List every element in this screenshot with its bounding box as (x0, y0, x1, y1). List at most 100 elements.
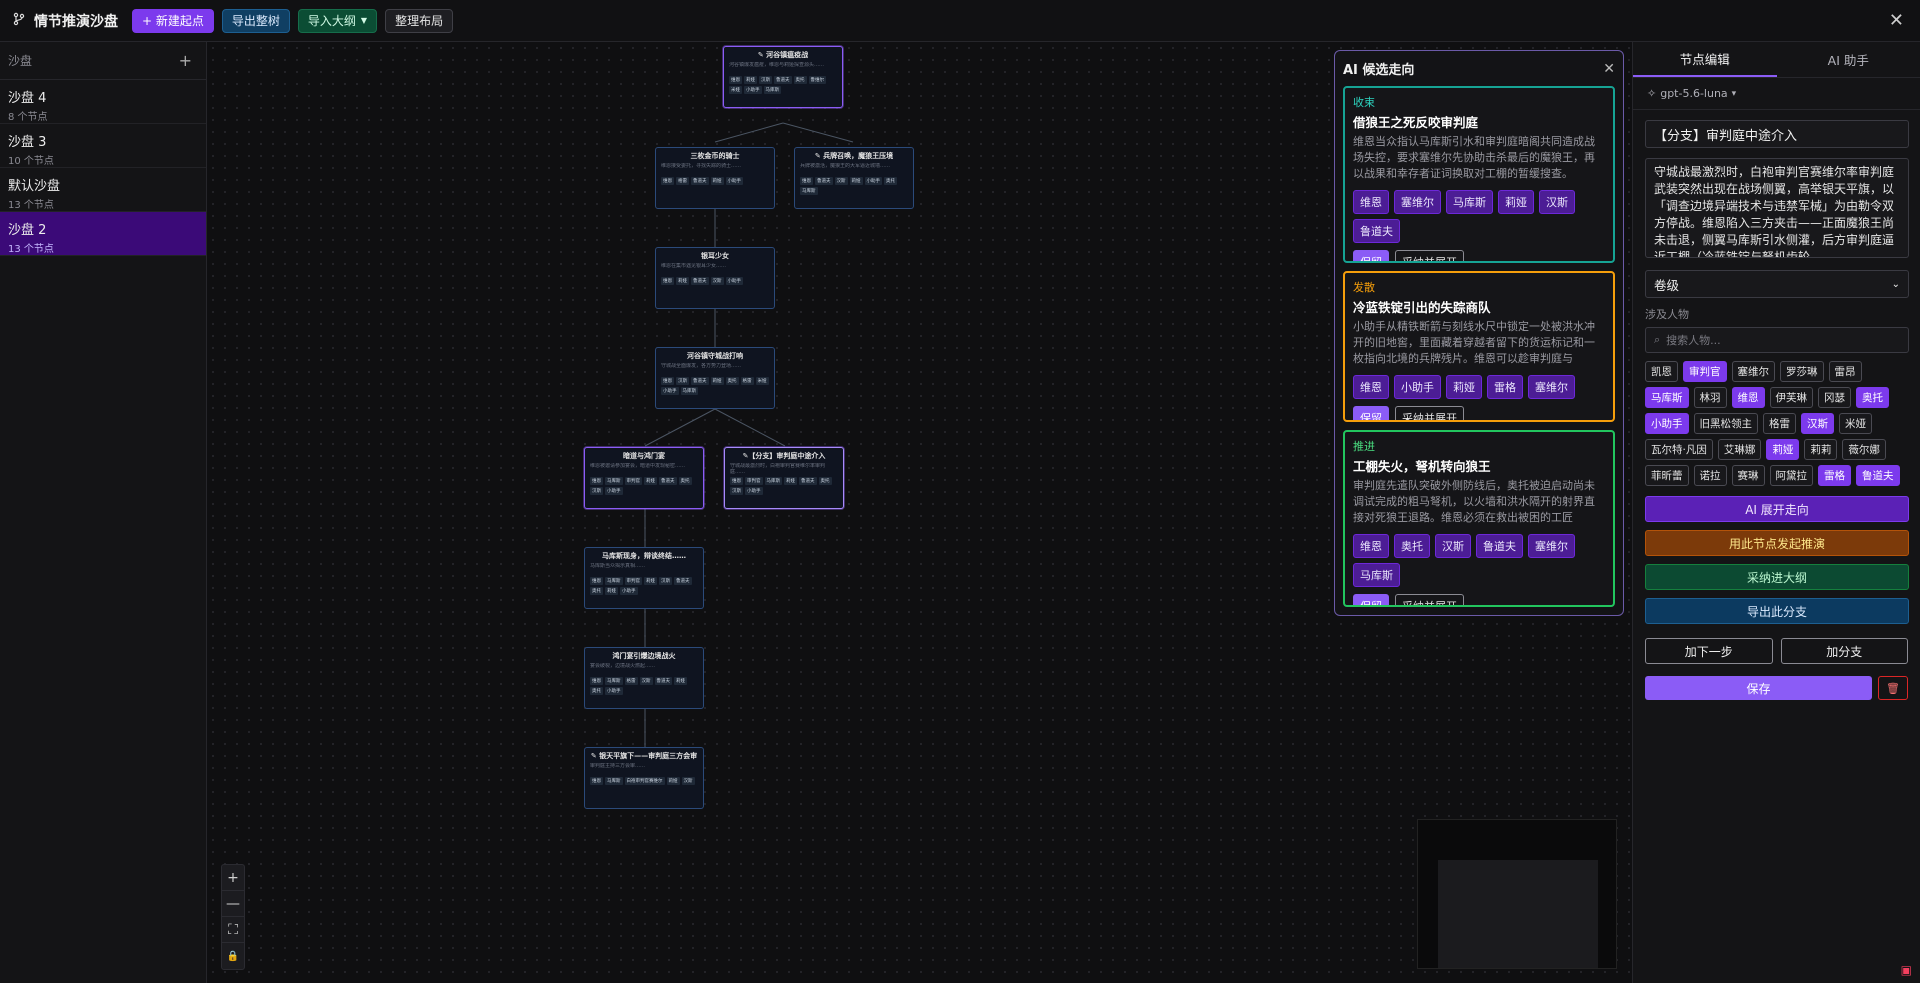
person-toggle[interactable]: 艾琳娜 (1717, 439, 1762, 460)
model-selector[interactable]: ✧ gpt-5.6-luna ▾ (1633, 78, 1920, 110)
person-toggle[interactable]: 阿黛拉 (1769, 465, 1813, 486)
person-toggle[interactable]: 马库斯 (1645, 387, 1689, 408)
node-desc: 马库斯当众揭示真相…… (590, 563, 646, 569)
adopt-expand-button[interactable]: 采纳并展开 (1395, 406, 1464, 420)
person-toggle[interactable]: 奥托 (1856, 387, 1889, 408)
model-name: gpt-5.6-luna (1660, 87, 1728, 100)
export-branch-button[interactable]: 导出此分支 (1645, 598, 1909, 624)
sidebar-header: 沙盘 + (0, 42, 206, 80)
node-tag: 奥托 (678, 477, 692, 485)
person-toggle[interactable]: 凯恩 (1645, 361, 1678, 382)
sidebar-item-sandbox-3[interactable]: 沙盘 3 10 个节点 (0, 124, 206, 168)
import-outline-button[interactable]: 导入大纲 ▼ (297, 8, 378, 33)
minimap[interactable] (1417, 819, 1617, 969)
person-toggle[interactable]: 米娅 (1839, 413, 1872, 434)
person-toggle[interactable]: 汉斯 (1801, 413, 1834, 434)
graph-node[interactable]: 银耳少女 维恩在集市遇见银耳少女…… 维恩莉娅鲁道夫汉斯小助手 (655, 247, 775, 309)
keep-button[interactable]: 保留 (1353, 250, 1389, 261)
person-toggle[interactable]: 瓦尔特·凡因 (1645, 439, 1713, 460)
person-toggle[interactable]: 赛琳 (1731, 465, 1765, 486)
fit-view-icon[interactable]: ⛶ (222, 917, 244, 943)
person-toggle[interactable]: 莉娅 (1766, 439, 1800, 460)
node-tag: 汉斯 (590, 487, 603, 495)
node-desc-textarea[interactable]: 守城战最激烈时，白袍审判官赛维尔率审判庭武装突然出现在战场侧翼，高举银天平旗，以… (1645, 158, 1909, 258)
delete-icon[interactable]: 🗑 (1878, 676, 1908, 700)
level-select[interactable]: 卷级 ⌄ (1645, 270, 1909, 298)
keep-button[interactable]: 保留 (1353, 406, 1389, 420)
person-toggle[interactable]: 格雷 (1763, 413, 1796, 434)
node-tag: 马库斯 (763, 86, 781, 94)
node-title-input[interactable]: 【分支】审判庭中途介入 (1645, 120, 1909, 148)
add-sandbox-icon[interactable]: + (178, 51, 192, 70)
person-toggle[interactable]: 林羽 (1693, 387, 1727, 408)
people-search-input[interactable]: ⌕ 搜索人物... (1645, 327, 1909, 353)
node-desc: 守城战全面爆发，各方势力登场…… (661, 363, 742, 369)
node-tag: 鲁道夫 (815, 177, 833, 185)
person-toggle[interactable]: 维恩 (1731, 387, 1765, 408)
zoom-in-icon[interactable]: + (222, 865, 244, 891)
adopt-outline-button[interactable]: 采纳进大纲 (1645, 564, 1909, 590)
person-toggle[interactable]: 伊芙琳 (1769, 387, 1813, 408)
node-title: 河谷镇守城战打响 (687, 352, 743, 360)
keep-button[interactable]: 保留 (1353, 594, 1389, 605)
sidebar-item-label: 默认沙盘 (8, 179, 61, 194)
people-label: 涉及人物 (1645, 308, 1689, 321)
add-branch-button[interactable]: 加分支 (1780, 638, 1908, 664)
graph-node[interactable]: 马库斯现身，辩谈终结…… 马库斯当众揭示真相…… 维恩马库斯审判官莉娅汉斯鲁道夫… (584, 547, 704, 609)
person-toggle[interactable]: 罗莎琳 (1780, 361, 1824, 382)
candidate-card[interactable]: 推进 工棚失火，弩机转向狼王 审判庭先遣队突破外侧防线后，奥托被迫启动尚未调试完… (1343, 430, 1615, 607)
person-chip: 鲁道夫 (1353, 219, 1400, 243)
new-start-button[interactable]: + 新建起点 (132, 8, 214, 33)
person-toggle[interactable]: 审判官 (1683, 361, 1727, 382)
sidebar-item-default-sandbox[interactable]: 默认沙盘 13 个节点 (0, 168, 206, 212)
graph-node[interactable]: 河谷镇守城战打响 守城战全面爆发，各方势力登场…… 维恩汉斯鲁道夫莉娅奥托格雷米… (655, 347, 775, 409)
graph-node[interactable]: ✎ 兵牌召唤，魔狼王压境 兵牌被激活，魔狼王的大军逼近城墙…… 维恩鲁道夫汉斯莉… (794, 147, 914, 209)
person-chip: 雷格 (1487, 375, 1523, 399)
adopt-expand-button[interactable]: 采纳并展开 (1395, 594, 1464, 605)
person-toggle[interactable]: 旧黑松领主 (1693, 413, 1758, 434)
sidebar-item-sandbox-2[interactable]: 沙盘 2 13 个节点 (0, 212, 206, 256)
tab-node-edit[interactable]: 节点编辑 (1633, 42, 1777, 77)
candidate-card[interactable]: 收束 借狼王之死反咬审判庭 维恩当众指认马库斯引水和审判庭暗阁共同造成战场失控，… (1343, 86, 1615, 263)
minimap-viewport[interactable] (1438, 860, 1598, 968)
person-toggle[interactable]: 薇尔娜 (1842, 439, 1886, 460)
lock-icon[interactable]: 🔒 (226, 950, 240, 962)
sidebar-item-sandbox-4[interactable]: 沙盘 4 8 个节点 (0, 80, 206, 124)
export-tree-button[interactable]: 导出整树 (221, 8, 290, 33)
graph-node[interactable]: ✎ 河谷镇瘟疫战 河谷镇爆发瘟疫，维恩与莉娅探查源头…… 维恩莉娅汉斯鲁道夫奥托… (723, 46, 843, 108)
sidebar-title: 沙盘 (8, 54, 33, 68)
graph-node[interactable]: 三枚金币的骑士 维恩接受委托，寻找失踪的骑士…… 维恩格雷鲁道夫莉娅小助手 (655, 147, 775, 209)
person-toggle[interactable]: 雷格 (1818, 465, 1851, 486)
zoom-out-icon[interactable]: — (222, 891, 244, 917)
people-list: 凯恩审判官塞维尔罗莎琳雷昂马库斯林羽维恩伊芙琳冈瑟奥托小助手旧黑松领主格雷汉斯米… (1645, 361, 1908, 486)
book-icon[interactable]: ▣ (1900, 963, 1912, 977)
person-toggle[interactable]: 塞维尔 (1731, 361, 1775, 382)
branch-icon (12, 12, 26, 30)
candidate-card[interactable]: 发散 冷蓝铁锭引出的失踪商队 小助手从精铁断箭与刻线水尺中锁定一处被洪水冲开的旧… (1343, 271, 1615, 422)
candidate-title: 冷蓝铁锭引出的失踪商队 (1353, 300, 1491, 315)
node-title: 暗道与鸿门宴 (623, 452, 665, 460)
person-toggle[interactable]: 小助手 (1645, 413, 1689, 434)
start-from-node-button[interactable]: 用此节点发起推演 (1645, 530, 1909, 556)
node-desc: 宴会破裂，边境战火燃起…… (590, 663, 656, 669)
add-next-step-button[interactable]: 加下一步 (1645, 638, 1773, 664)
adopt-expand-button[interactable]: 采纳并展开 (1395, 250, 1464, 261)
person-toggle[interactable]: 诺拉 (1693, 465, 1727, 486)
tidy-layout-button[interactable]: 整理布局 (385, 8, 454, 33)
graph-node[interactable]: ✎ 银天平旗下——审判庭三方会审 审判庭主持三方会审…… 维恩马库斯白袍审判官赛… (584, 747, 704, 809)
person-toggle[interactable]: 莉莉 (1804, 439, 1838, 460)
graph-node[interactable]: 鸿门宴引爆边境战火 宴会破裂，边境战火燃起…… 维恩马库斯格雷汉斯鲁道夫莉娅奥托… (584, 647, 704, 709)
close-icon[interactable]: ✕ (1603, 60, 1615, 77)
person-toggle[interactable]: 菲昕蕾 (1645, 465, 1689, 486)
person-toggle[interactable]: 鲁道夫 (1856, 465, 1900, 486)
ai-expand-button[interactable]: AI 展开走向 (1645, 496, 1909, 522)
save-button[interactable]: 保存 (1645, 676, 1872, 700)
person-toggle[interactable]: 冈瑟 (1818, 387, 1851, 408)
person-toggle[interactable]: 雷昂 (1828, 361, 1862, 382)
graph-node-selected[interactable]: ✎【分支】审判庭中途介入 守城战最激烈时，白袍审判官赛维尔率审判庭…… 维恩审判… (724, 447, 844, 509)
level-select-value: 卷级 (1654, 277, 1680, 293)
close-icon[interactable]: ✕ (1888, 10, 1904, 31)
tab-ai-assistant[interactable]: AI 助手 (1827, 53, 1869, 68)
node-editor-panel: 节点编辑 AI 助手 ✧ gpt-5.6-luna ▾ 【分支】审判庭中途介入 … (1632, 42, 1920, 983)
graph-node[interactable]: 暗道与鸿门宴 维恩被邀请参加宴会，暗道中发现秘密…… 维恩马库斯审判官莉娅鲁道夫… (584, 447, 704, 509)
